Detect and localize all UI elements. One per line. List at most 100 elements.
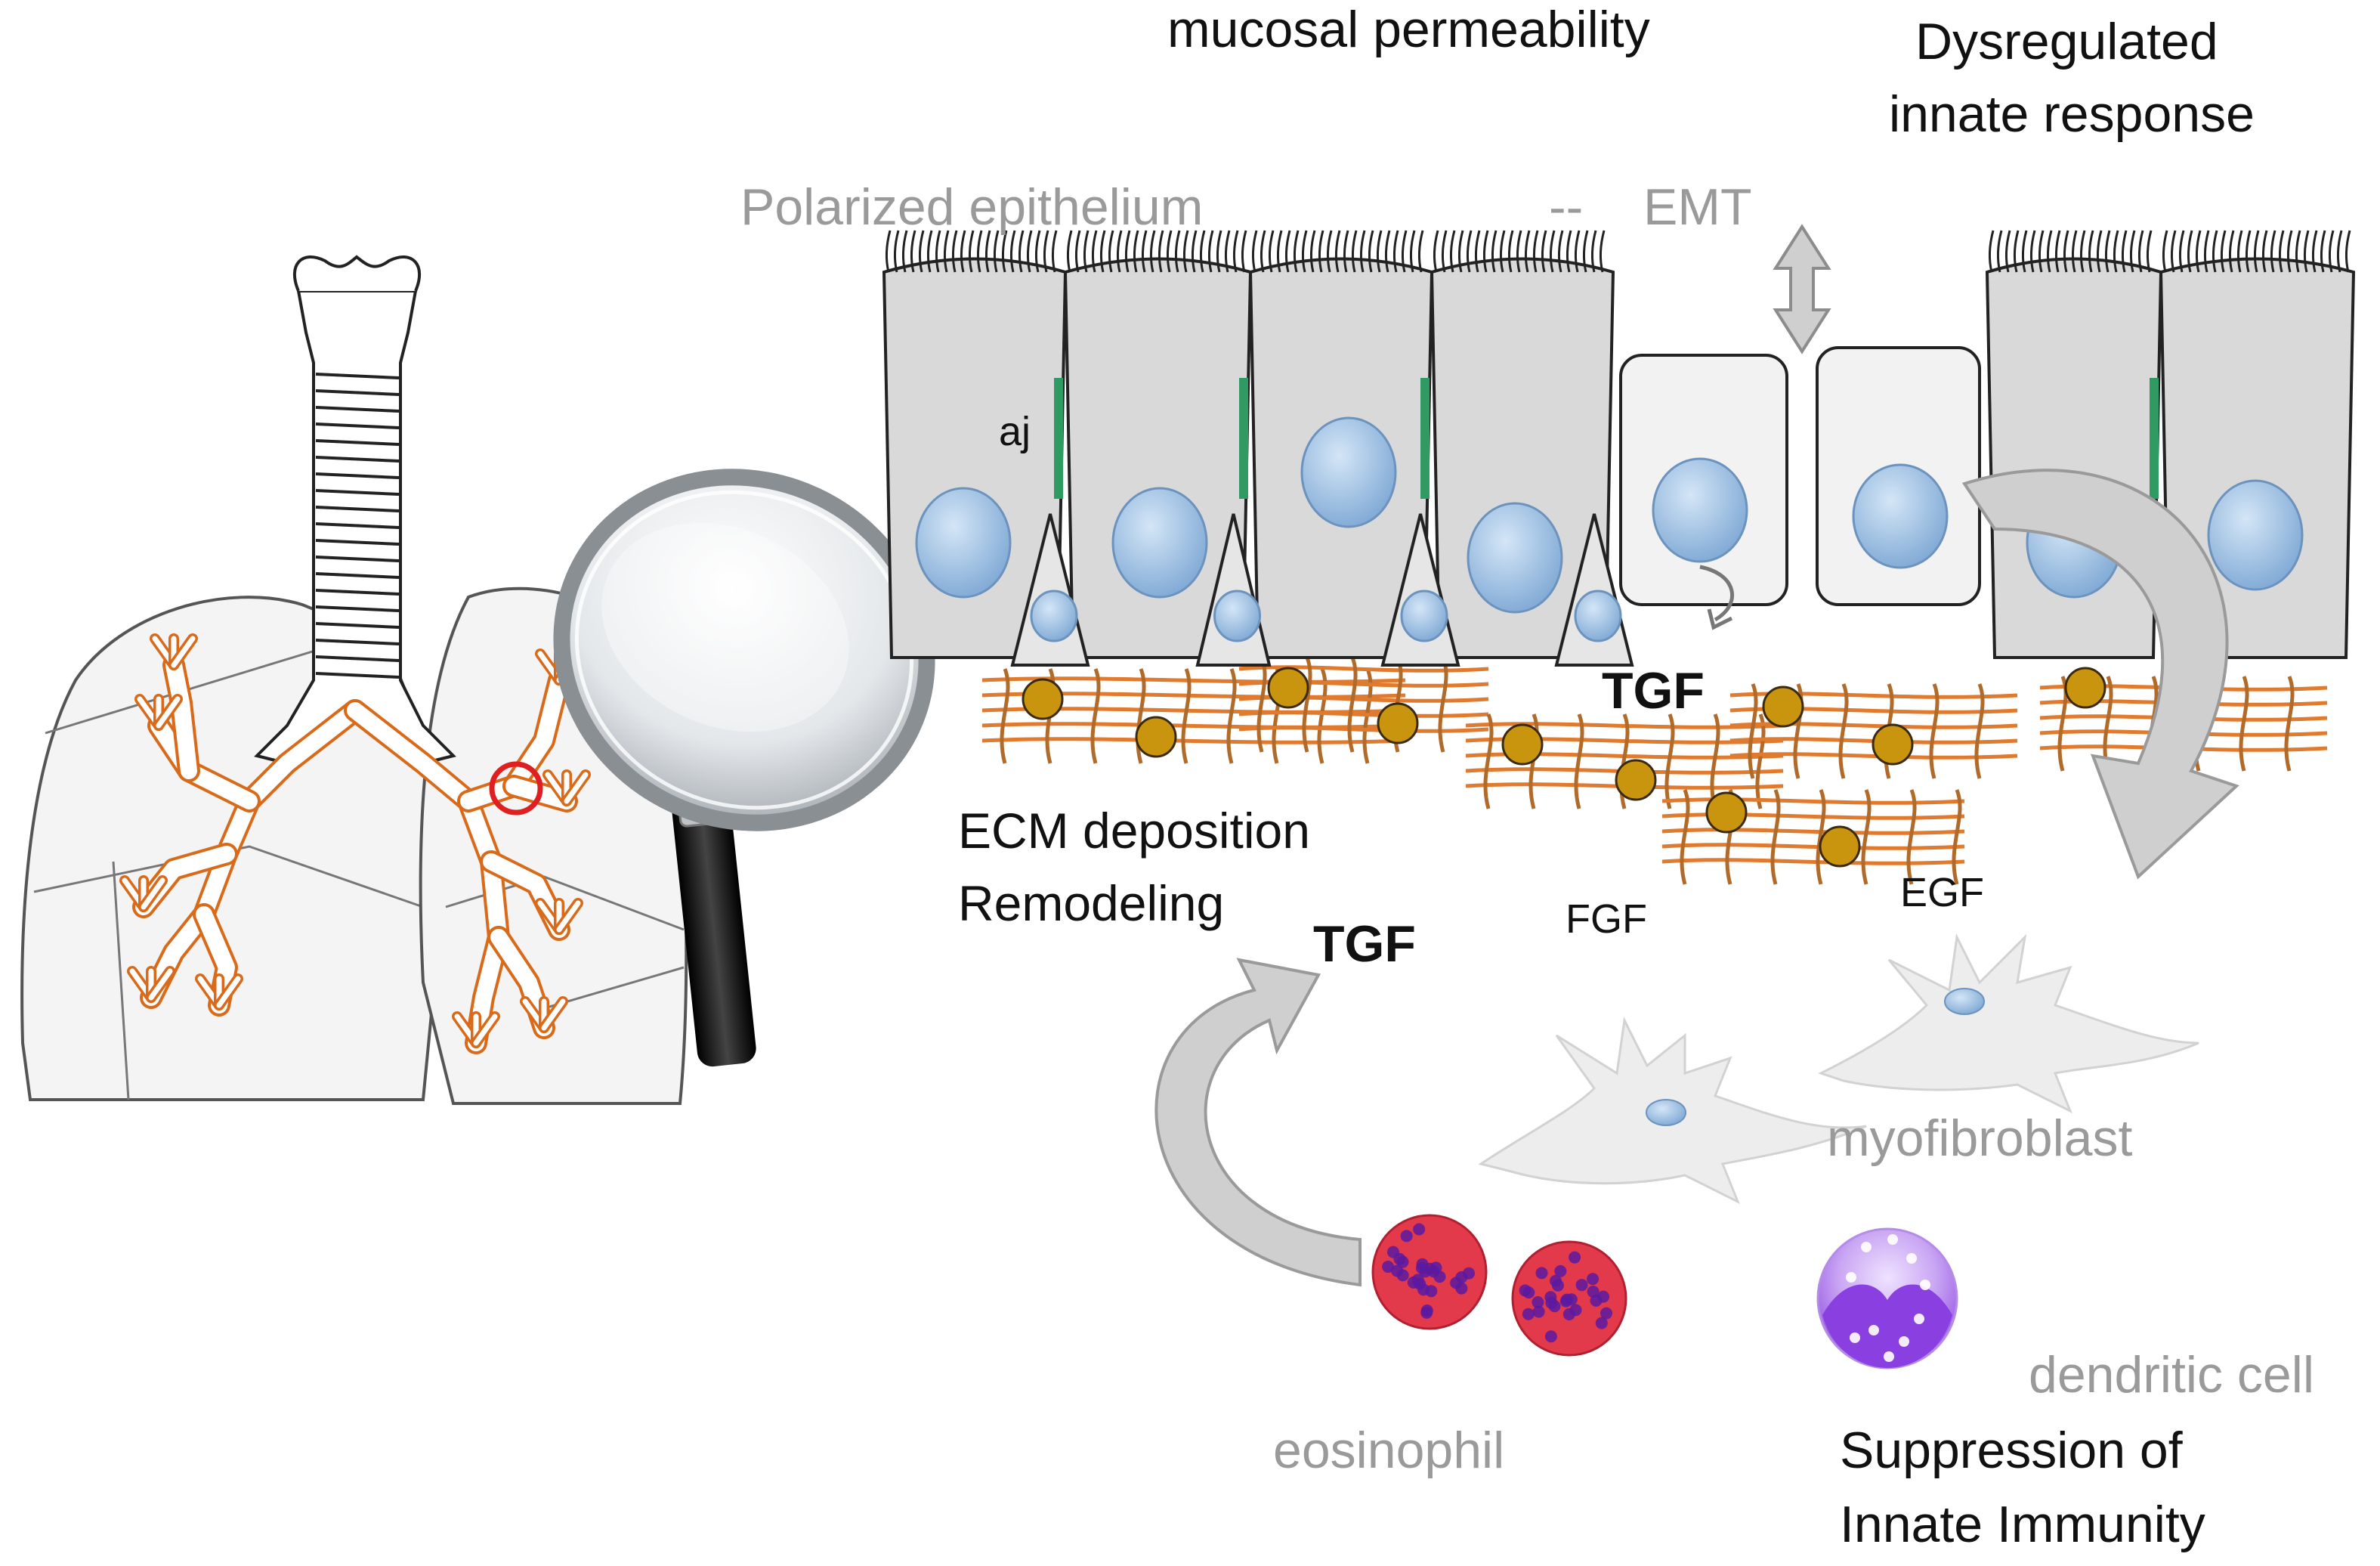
ecm-cell [2064, 667, 2106, 709]
curved-arrow-right [1961, 469, 2239, 880]
ecm-cell [1022, 678, 1064, 720]
label-dysregulated-line2: innate response [1889, 85, 2255, 143]
ecm-fiber [1465, 782, 1784, 790]
eosinophil-granule [1560, 1293, 1573, 1306]
eosinophil-granule [1569, 1251, 1581, 1264]
cilium [2303, 230, 2310, 273]
cilium [2295, 230, 2301, 273]
cilium [2203, 230, 2210, 273]
ecm-cell [1377, 702, 1419, 744]
eosinophil-granule [1522, 1308, 1535, 1320]
eosinophil-granule [1416, 1258, 1429, 1270]
ecm-crosslink [1748, 683, 1758, 779]
trachea-ring [315, 589, 400, 596]
cell-nucleus [1467, 502, 1563, 614]
cilium [2104, 230, 2111, 273]
cilium [2261, 230, 2268, 273]
cilium [1074, 230, 1081, 273]
cilium [893, 230, 900, 273]
cilium [2212, 230, 2218, 273]
ecm-fiber [981, 737, 1406, 744]
eosinophil-cells [1371, 1214, 1627, 1357]
trachea-ring [315, 439, 400, 446]
cilium [1491, 230, 1498, 273]
trachea-ring [315, 622, 400, 629]
cilium [1996, 230, 2003, 273]
cilium [1368, 230, 1374, 273]
cilium [943, 230, 950, 273]
cilium [1417, 230, 1424, 273]
dendritic-granule [1887, 1234, 1898, 1245]
cilium [1541, 230, 1547, 273]
adherens-junction [1239, 378, 1248, 499]
ecm-cell [1762, 686, 1804, 728]
bronchial-tree [119, 633, 591, 1054]
ecm-cell [1267, 667, 1309, 709]
ecm-crosslink [1861, 789, 1872, 885]
ecm-crosslink [1362, 668, 1373, 764]
label-dendritic-cell: dendritic cell [2029, 1346, 2314, 1404]
cell-nucleus [1300, 416, 1397, 528]
cilium [1034, 230, 1041, 273]
trachea-ring [315, 605, 400, 612]
label-myofibroblast: myofibroblast [1827, 1110, 2133, 1167]
dendritic-granule [1899, 1336, 1909, 1347]
cilium [976, 230, 983, 273]
ecm-cell [1819, 825, 1861, 868]
label-aj: aj [999, 409, 1031, 454]
eosinophil-granule [1532, 1295, 1544, 1308]
cilium [1191, 230, 1198, 273]
cilium [1051, 230, 1058, 273]
cilium [1260, 230, 1266, 273]
adherens-junction [2150, 378, 2159, 499]
cilium [2063, 230, 2069, 273]
dendritic-granule [1884, 1351, 1894, 1362]
cilium [1359, 230, 1366, 273]
eosinophil-granule [1595, 1317, 1608, 1329]
bronchiole-tip-lumen [141, 877, 165, 910]
ecm-crosslink [1816, 789, 1826, 885]
eosinophil-granule [1569, 1304, 1582, 1317]
cilium [2253, 230, 2260, 273]
cilium [1516, 230, 1522, 273]
cilium [1066, 230, 1073, 273]
cilium [2162, 230, 2168, 273]
cilium [1083, 230, 1090, 273]
eosinophil-granule [1535, 1267, 1548, 1280]
cilium [1224, 230, 1231, 273]
cilium [2311, 230, 2318, 273]
bronchiole-tip-lumen [564, 772, 589, 804]
trachea-ring [315, 655, 400, 662]
cilium [1449, 230, 1456, 273]
cilium [2146, 230, 2153, 273]
ecm-crosslink [1710, 713, 1720, 809]
dendritic-granule [1920, 1280, 1930, 1290]
cilium [1108, 230, 1114, 273]
cilium [1166, 230, 1173, 273]
ecm-crosslink [1770, 789, 1781, 885]
dendritic-cell [1816, 1227, 1958, 1369]
bronchiole-tip-lumen [148, 968, 173, 1001]
cilium [1043, 230, 1049, 273]
cilium [951, 230, 958, 273]
trachea-ring [315, 406, 400, 413]
cilium [1566, 230, 1572, 273]
trachea-ring [315, 672, 400, 679]
adherens-junction [1054, 378, 1063, 499]
dendritic-granule [1861, 1242, 1872, 1252]
cilium [1409, 230, 1416, 273]
eosinophil-granule [1411, 1274, 1424, 1286]
cilium [1284, 230, 1291, 273]
label-eosinophil: eosinophil [1273, 1422, 1505, 1479]
cilium [1318, 230, 1324, 273]
ecm-crosslink [2239, 676, 2249, 772]
cilium [2029, 230, 2036, 273]
cilium [1009, 230, 1016, 273]
trachea-ring [315, 472, 400, 479]
ecm-cell [1872, 723, 1914, 766]
cilium [1158, 230, 1164, 273]
cilium [926, 230, 933, 273]
eosinophil-granule [1548, 1300, 1561, 1313]
cilium [1309, 230, 1316, 273]
